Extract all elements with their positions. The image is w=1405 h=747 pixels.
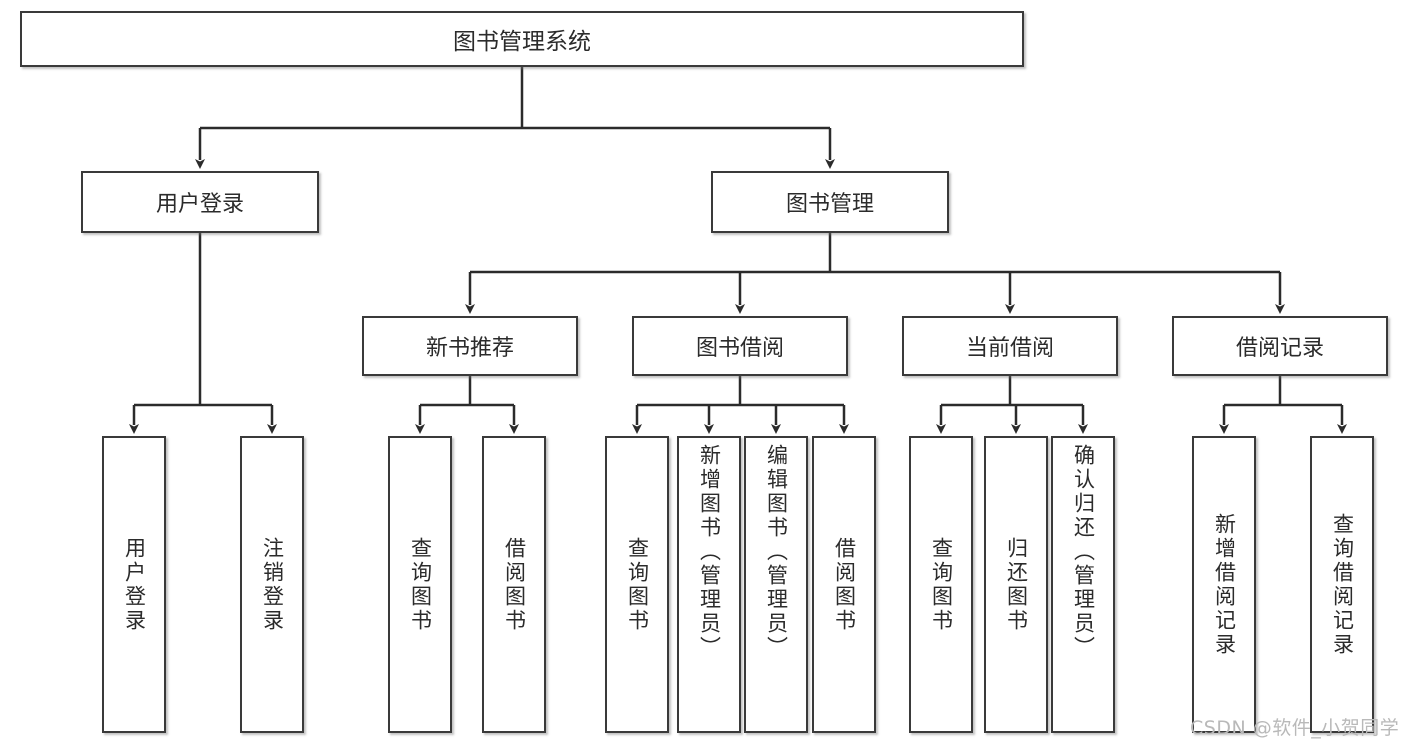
node-root[interactable]: 图书管理系统 <box>20 11 1024 67</box>
node-borrow-record[interactable]: 借阅记录 <box>1172 316 1388 376</box>
node-leaf-add-borrow-record[interactable]: 新增借阅记录 <box>1192 436 1256 733</box>
node-label: 编辑图书（管理员） <box>764 444 789 660</box>
node-leaf-add-book-admin[interactable]: 新增图书（管理员） <box>677 436 741 733</box>
node-leaf-query-book-2[interactable]: 查询图书 <box>605 436 669 733</box>
node-label: 查询图书 <box>408 536 433 633</box>
node-leaf-query-borrow-record[interactable]: 查询借阅记录 <box>1310 436 1374 733</box>
node-book-manage[interactable]: 图书管理 <box>711 171 949 233</box>
node-leaf-logout-login[interactable]: 注销登录 <box>240 436 304 733</box>
node-label: 图书管理系统 <box>453 29 591 55</box>
node-leaf-borrow-book-1[interactable]: 借阅图书 <box>482 436 546 733</box>
node-label: 确认归还（管理员） <box>1071 444 1096 660</box>
node-label: 图书借阅 <box>695 336 784 361</box>
node-label: 注销登录 <box>260 536 285 633</box>
node-label: 用户登录 <box>155 192 244 217</box>
node-leaf-return-book[interactable]: 归还图书 <box>984 436 1048 733</box>
node-current-borrow[interactable]: 当前借阅 <box>902 316 1118 376</box>
node-label: 新书推荐 <box>425 336 514 361</box>
node-leaf-edit-book-admin[interactable]: 编辑图书（管理员） <box>744 436 808 733</box>
node-label: 借阅记录 <box>1235 336 1324 361</box>
node-label: 新增借阅记录 <box>1212 512 1237 657</box>
node-user-login[interactable]: 用户登录 <box>81 171 319 233</box>
node-label: 借阅图书 <box>832 536 857 633</box>
node-leaf-user-login[interactable]: 用户登录 <box>102 436 166 733</box>
node-leaf-borrow-book-2[interactable]: 借阅图书 <box>812 436 876 733</box>
csdn-watermark: CSDN @软件_小贺同学 <box>1190 717 1400 739</box>
node-book-borrow[interactable]: 图书借阅 <box>632 316 848 376</box>
node-new-book-recommend[interactable]: 新书推荐 <box>362 316 578 376</box>
node-label: 归还图书 <box>1004 536 1029 633</box>
node-label: 新增图书（管理员） <box>697 444 722 660</box>
node-label: 查询图书 <box>625 536 650 633</box>
node-leaf-confirm-return-admin[interactable]: 确认归还（管理员） <box>1051 436 1115 733</box>
node-leaf-query-book-3[interactable]: 查询图书 <box>909 436 973 733</box>
node-leaf-query-book-1[interactable]: 查询图书 <box>388 436 452 733</box>
node-label: 当前借阅 <box>965 336 1054 361</box>
node-label: 查询借阅记录 <box>1330 512 1355 657</box>
node-label: 用户登录 <box>122 536 147 633</box>
node-label: 借阅图书 <box>502 536 527 633</box>
node-label: 查询图书 <box>929 536 954 633</box>
node-label: 图书管理 <box>785 192 874 217</box>
